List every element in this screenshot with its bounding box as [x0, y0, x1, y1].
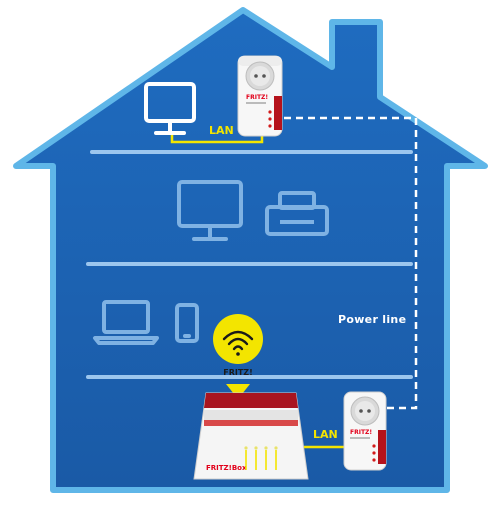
house-outline [13, 7, 488, 493]
powerline-label: Power line [338, 313, 406, 326]
wifi-icon [222, 330, 254, 351]
wifi-badge: FRITZ! [213, 314, 263, 399]
top-monitor-icon [144, 82, 196, 135]
adapter-brand-top: FRITZ! [246, 94, 268, 101]
adapter-brand-bottom: FRITZ! [350, 429, 372, 436]
house [13, 7, 488, 493]
fritzbox-router: FRITZ!Box [193, 392, 309, 480]
router-brand: FRITZ!Box [206, 464, 247, 472]
lan-label-top: LAN [209, 124, 234, 137]
laptop-icon [93, 300, 159, 345]
printer-icon [265, 191, 329, 236]
wifi-badge-label: FRITZ! [223, 368, 253, 377]
powerline-dashed-path [284, 116, 418, 410]
smartphone-icon [175, 303, 199, 343]
powerline-adapter-top: FRITZ! [237, 55, 283, 137]
middle-monitor-icon [177, 180, 243, 241]
floor-dividers [86, 150, 413, 379]
powerline-adapter-bottom: FRITZ! [343, 391, 387, 471]
router-status-leds [245, 450, 277, 470]
lan-label-bottom: LAN [313, 428, 338, 441]
